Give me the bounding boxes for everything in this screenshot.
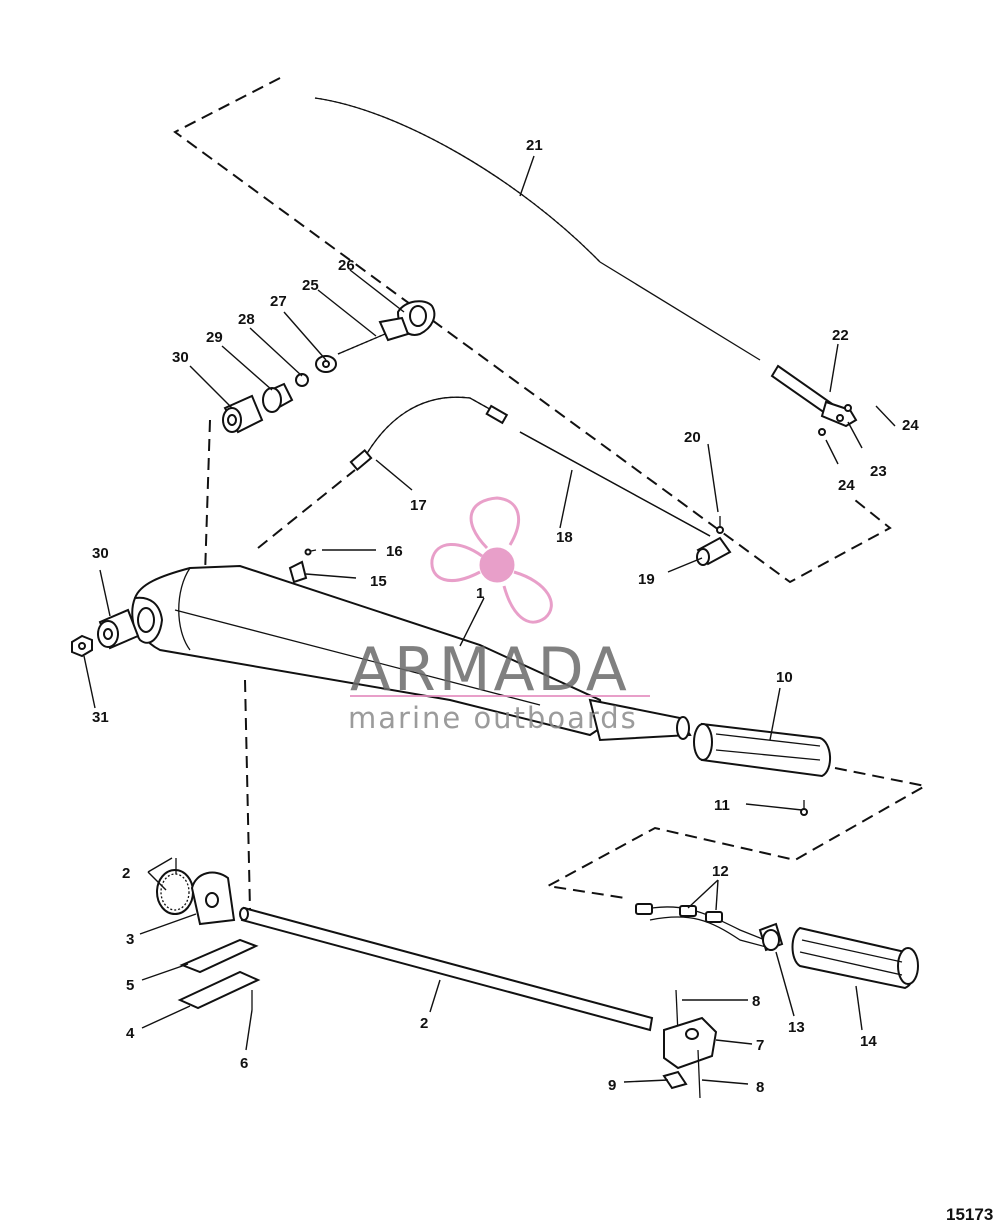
callout-24a: 24 xyxy=(902,417,919,434)
part-19-20-connector xyxy=(696,516,732,566)
callout-9: 9 xyxy=(608,1077,616,1094)
callout-30b: 30 xyxy=(92,545,109,562)
part-18-rod xyxy=(519,431,711,537)
part-2-3-gear-bracket xyxy=(156,858,236,926)
callout-22: 22 xyxy=(832,327,849,344)
callout-29: 29 xyxy=(206,329,223,346)
callout-26: 26 xyxy=(338,257,355,274)
watermark-tagline: marine outboards xyxy=(348,701,638,735)
callout-14: 14 xyxy=(860,1033,877,1050)
part-17-flex-cable xyxy=(349,396,509,472)
callout-20: 20 xyxy=(684,429,701,446)
part-10-grip-sleeve xyxy=(693,722,831,816)
callout-11: 11 xyxy=(714,797,730,814)
callout-15: 15 xyxy=(370,573,387,590)
part-21-shift-rod xyxy=(314,97,761,361)
part-12-14-throttle-grip xyxy=(635,903,919,990)
callout-12: 12 xyxy=(712,863,729,880)
callout-2a: 2 xyxy=(122,865,130,882)
callout-24b: 24 xyxy=(838,477,855,494)
figure-number: 15173 xyxy=(946,1205,993,1224)
callout-18: 18 xyxy=(556,529,573,546)
part-30-31-bushing-nut xyxy=(71,608,140,658)
callout-5: 5 xyxy=(126,977,134,994)
part-1-tiller-arm xyxy=(131,564,692,742)
callout-30a: 30 xyxy=(172,349,189,366)
callout-2b: 2 xyxy=(420,1015,428,1032)
part-4-5-plates xyxy=(177,938,261,1010)
armada-watermark: ARMADA marine outboards xyxy=(348,496,650,735)
callout-8b: 8 xyxy=(756,1079,764,1096)
callouts: 21 22 24 23 24 26 25 27 28 29 30 20 17 1… xyxy=(92,137,993,1224)
callout-21: 21 xyxy=(526,137,543,154)
callout-28: 28 xyxy=(238,311,255,328)
callout-25: 25 xyxy=(302,277,319,294)
dashed-outlines xyxy=(173,77,928,911)
callout-16: 16 xyxy=(386,543,403,560)
callout-23: 23 xyxy=(870,463,887,480)
part-25-30-bolt-stack xyxy=(222,300,436,434)
leader-lines xyxy=(83,155,896,1085)
callout-3: 3 xyxy=(126,931,134,948)
callout-7: 7 xyxy=(756,1037,764,1054)
callout-8a: 8 xyxy=(752,993,760,1010)
callout-17: 17 xyxy=(410,497,427,514)
callout-6: 6 xyxy=(240,1055,248,1072)
part-15-16-clip xyxy=(288,548,317,584)
watermark-brand: ARMADA xyxy=(350,635,630,705)
callout-13: 13 xyxy=(788,1019,805,1036)
propeller-logo-icon xyxy=(430,496,553,624)
part-7-9-clamp xyxy=(662,989,718,1099)
callout-31: 31 xyxy=(92,709,109,726)
callout-19: 19 xyxy=(638,571,655,588)
callout-4: 4 xyxy=(126,1025,135,1042)
part-2-shaft xyxy=(239,906,654,1032)
callout-27: 27 xyxy=(270,293,287,310)
part-22-rod-end xyxy=(770,364,858,436)
callout-1: 1 xyxy=(476,585,484,602)
callout-10: 10 xyxy=(776,669,793,686)
